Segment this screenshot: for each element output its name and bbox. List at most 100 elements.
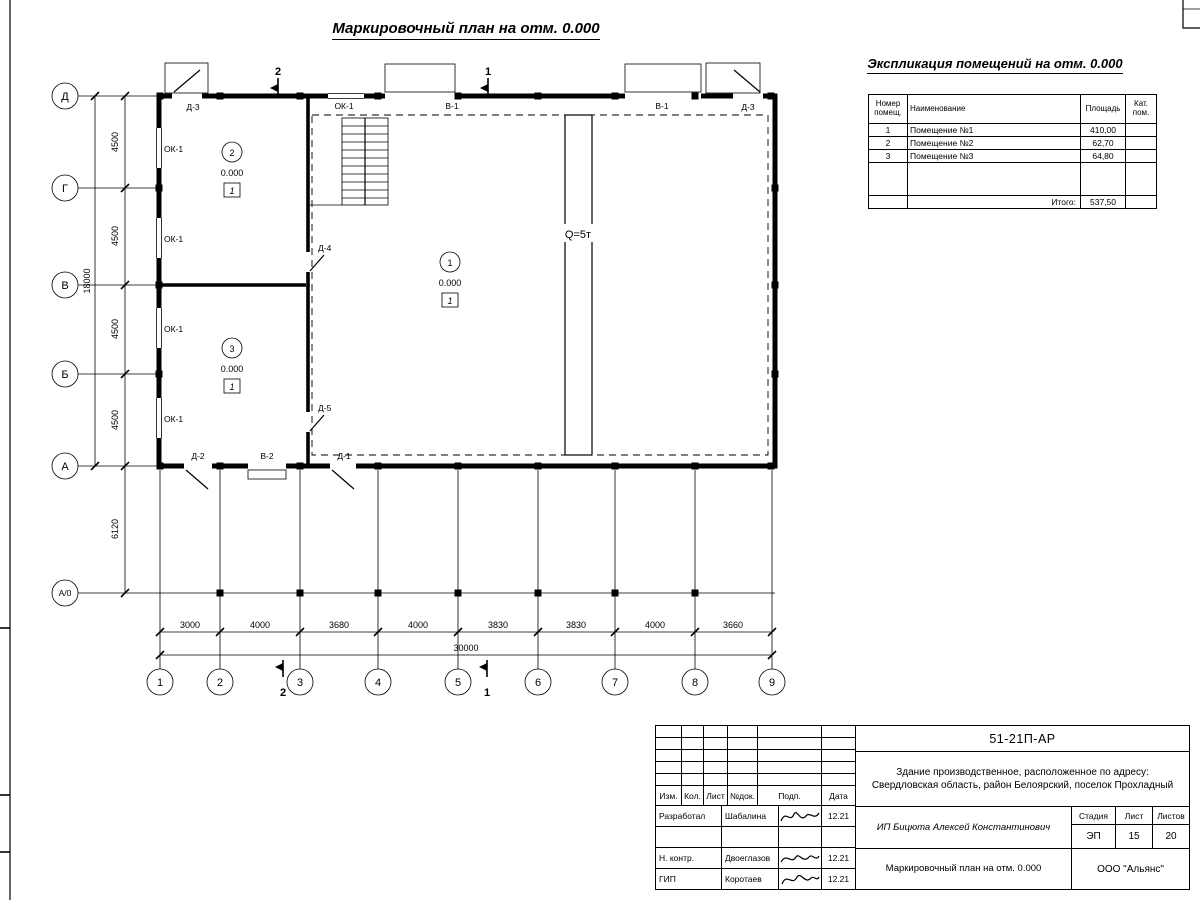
label-d5: Д-5	[318, 403, 332, 413]
stage-sheet-grid: Стадия Лист Листов ЭП 15 20 ООО "Альянс"	[1072, 807, 1189, 890]
svg-text:А: А	[61, 461, 69, 473]
svg-text:4500: 4500	[110, 319, 120, 339]
crane-zone	[311, 114, 769, 456]
signature-rows: Разработал Шабалина 12.21 Н. контр. Двое…	[656, 806, 855, 891]
table-row: 2 Помещение №2 62,70	[868, 136, 1157, 150]
explication-title: Экспликация помещений на отм. 0.000	[845, 55, 1145, 74]
table-total-row: Итого: 537,50	[868, 195, 1157, 209]
svg-text:5: 5	[455, 677, 461, 689]
svg-text:3: 3	[297, 677, 303, 689]
label-ok1: ОК-1	[164, 324, 183, 334]
stage-value: ЭП	[1072, 825, 1116, 849]
window-symbols	[156, 93, 364, 438]
svg-text:7: 7	[612, 677, 618, 689]
room-marker-2: 2 0.000 1	[221, 141, 244, 198]
label-v1: В-1	[655, 101, 669, 111]
svg-text:2: 2	[229, 148, 234, 158]
label-d2: Д-2	[191, 451, 205, 461]
company-name: ООО "Альянс"	[1097, 864, 1164, 876]
label-d3: Д-3	[186, 102, 200, 112]
total-label: Итого:	[907, 195, 1081, 209]
svg-text:2: 2	[217, 677, 223, 689]
section-marks: 2 1 2 1	[270, 66, 491, 699]
label-ok1: ОК-1	[164, 234, 183, 244]
stairs	[308, 117, 389, 206]
drawing-title: Маркировочный план на отм. 0.000	[246, 20, 686, 40]
document-number: 51-21П-АР	[856, 726, 1189, 752]
svg-text:А/0: А/0	[59, 588, 72, 598]
signature	[779, 806, 822, 828]
col-header-area: Площадь	[1080, 94, 1126, 124]
marking-labels: Д-3 ОК-1 В-1 В-1 Д-3 ОК-1 ОК-1 ОК-1 ОК-1…	[164, 101, 755, 461]
svg-text:1: 1	[229, 382, 234, 392]
svg-text:0.000: 0.000	[439, 278, 462, 288]
svg-text:3660: 3660	[723, 620, 743, 630]
columns	[155, 92, 779, 597]
svg-text:4500: 4500	[110, 132, 120, 152]
svg-text:1: 1	[157, 677, 163, 689]
client-name: ИП Бицюта Алексей Константинович	[856, 807, 1071, 849]
table-row: 1 Помещение №1 410,00	[868, 123, 1157, 137]
crane-label: Q=5т	[552, 224, 604, 242]
svg-text:6: 6	[535, 677, 541, 689]
revision-grid	[656, 726, 855, 787]
svg-text:4500: 4500	[110, 226, 120, 246]
title-block-left: Изм. Кол. Лист №док. Подп. Дата Разработ…	[656, 726, 856, 891]
svg-text:4: 4	[375, 677, 381, 689]
axis-bubbles-left: Д Г В Б А А/0	[51, 82, 79, 607]
project-description: Здание производственное, расположенное п…	[856, 752, 1189, 807]
label-v2: В-2	[260, 451, 274, 461]
svg-text:3000: 3000	[180, 620, 200, 630]
revision-header-row: Изм. Кол. Лист №док. Подп. Дата	[656, 786, 855, 807]
title-block-right: 51-21П-АР Здание производственное, распо…	[856, 726, 1189, 891]
axis-lines	[78, 95, 775, 669]
room-marker-3: 3 0.000 1	[221, 337, 244, 394]
svg-text:4000: 4000	[250, 620, 270, 630]
sheet-label: Лист	[1116, 807, 1153, 825]
label-ok1: ОК-1	[164, 144, 183, 154]
horizontal-dimensions: 3000 4000 3680 4000 3830 3830 4000 3660 …	[155, 620, 777, 660]
svg-text:4000: 4000	[645, 620, 665, 630]
svg-text:1: 1	[229, 186, 234, 196]
room-marker-1: 1 0.000 1	[439, 251, 462, 308]
svg-text:18000: 18000	[82, 268, 92, 293]
svg-text:Б: Б	[61, 369, 68, 381]
vertical-dimensions: 4500 4500 4500 4500 6120 18000	[82, 91, 130, 598]
svg-text:1: 1	[485, 66, 491, 78]
svg-text:0.000: 0.000	[221, 168, 244, 178]
signature	[779, 869, 822, 891]
col-header-name: Наименование	[907, 94, 1081, 124]
label-d3: Д-3	[741, 102, 755, 112]
svg-text:2: 2	[280, 687, 286, 699]
axis-bubbles-bottom: 1 2 3 4 5 6 7 8 9	[146, 668, 786, 696]
doors-and-gates	[164, 62, 761, 490]
sheet-title: Маркировочный план на отм. 0.000	[885, 863, 1042, 875]
svg-text:Г: Г	[62, 183, 68, 195]
total-value: 537,50	[1080, 195, 1126, 209]
svg-text:1: 1	[447, 296, 452, 306]
svg-text:3: 3	[229, 344, 234, 354]
svg-text:В: В	[61, 280, 68, 292]
svg-text:Q=5т: Q=5т	[565, 229, 591, 241]
svg-text:4000: 4000	[408, 620, 428, 630]
svg-text:0.000: 0.000	[221, 364, 244, 374]
col-header-cat: Кат. пом.	[1125, 94, 1157, 124]
svg-text:3830: 3830	[566, 620, 586, 630]
sheets-value: 20	[1153, 825, 1189, 849]
label-v1: В-1	[445, 101, 459, 111]
label-d1: Д-1	[337, 451, 351, 461]
explication-table: Номер помещ. Наименование Площадь Кат. п…	[868, 94, 1157, 209]
walls	[156, 93, 778, 469]
svg-text:1: 1	[447, 258, 452, 268]
sheet-value: 15	[1116, 825, 1153, 849]
wall-openings	[154, 91, 763, 471]
signature	[779, 848, 822, 870]
svg-text:9: 9	[769, 677, 775, 689]
svg-text:1: 1	[484, 687, 490, 699]
label-ok1: ОК-1	[164, 414, 183, 424]
svg-text:4500: 4500	[110, 410, 120, 430]
table-row: 3 Помещение №3 64,80	[868, 149, 1157, 163]
svg-text:30000: 30000	[453, 643, 478, 653]
